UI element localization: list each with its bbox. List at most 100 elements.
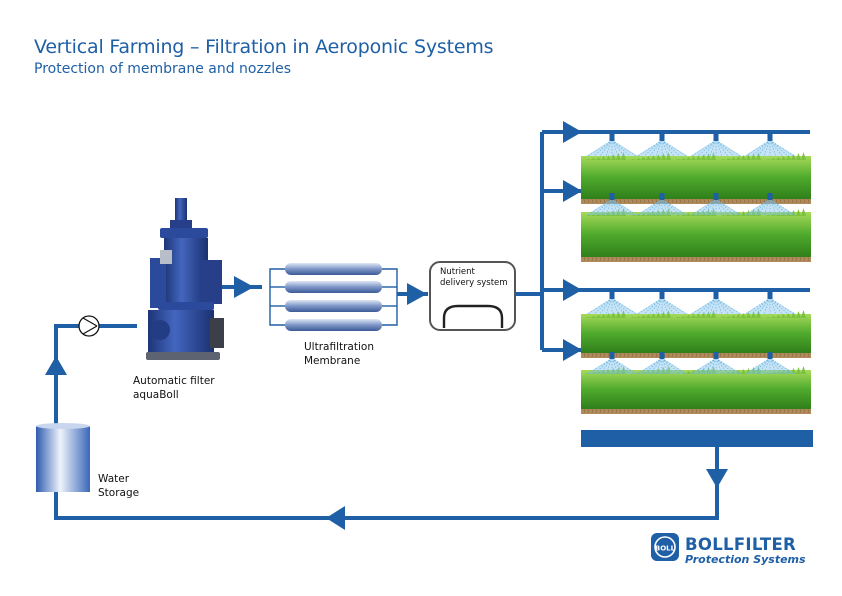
spray-line <box>769 198 789 216</box>
root-line <box>583 408 586 414</box>
root-line <box>795 408 798 414</box>
root-line <box>759 256 762 262</box>
spray-line <box>691 198 717 216</box>
root-line <box>679 352 682 358</box>
spray-line <box>769 357 789 375</box>
root-line <box>667 352 670 358</box>
root-line <box>583 198 586 204</box>
root-line <box>703 408 706 414</box>
root-line <box>727 352 730 358</box>
page-title: Vertical Farming – Filtration in Aeropon… <box>34 36 494 58</box>
root-line <box>687 408 690 414</box>
root-line <box>587 198 590 204</box>
root-line <box>635 256 638 262</box>
root-line <box>703 256 706 262</box>
root-line <box>607 256 610 262</box>
storage-label-line1: Water <box>98 473 130 485</box>
nozzle-icon <box>767 292 773 299</box>
spray-line <box>661 139 687 157</box>
nozzle-icon <box>767 134 773 141</box>
arrow-left-icon <box>326 506 345 530</box>
root-line <box>779 408 782 414</box>
root-line <box>627 198 630 204</box>
root-line <box>611 408 614 414</box>
root-line <box>599 352 602 358</box>
root-line <box>611 256 614 262</box>
spray-line <box>599 198 613 216</box>
root-line <box>627 408 630 414</box>
spray-line <box>715 357 741 375</box>
root-line <box>687 352 690 358</box>
arrow-down-icon <box>706 469 728 488</box>
root-line <box>683 408 686 414</box>
spray-line <box>751 139 771 157</box>
spray-line <box>611 357 637 375</box>
root-line <box>711 352 714 358</box>
root-line <box>615 408 618 414</box>
root-line <box>735 352 738 358</box>
spray-line <box>661 297 687 315</box>
spray-line <box>611 297 631 315</box>
spray-line <box>611 357 625 375</box>
nozzle-icon <box>609 352 615 359</box>
root-line <box>603 198 606 204</box>
spray-cone <box>636 140 688 156</box>
root-line <box>723 408 726 414</box>
arrow-right-icon <box>234 276 254 298</box>
storage-label-line2: Storage <box>98 487 140 499</box>
grass-tray <box>581 212 811 257</box>
root-line <box>767 408 770 414</box>
root-line <box>651 198 654 204</box>
brand-block: BOLLFILTER Protection Systems <box>685 536 806 566</box>
root-line <box>643 256 646 262</box>
root-line <box>627 352 630 358</box>
root-line <box>731 256 734 262</box>
root-line <box>683 352 686 358</box>
root-line <box>631 352 634 358</box>
nozzle-icon <box>659 292 665 299</box>
spray-line <box>715 139 741 157</box>
root-line <box>623 256 626 262</box>
root-line <box>791 198 794 204</box>
root-line <box>743 256 746 262</box>
root-line <box>715 408 718 414</box>
root-line <box>631 408 634 414</box>
root-line <box>775 256 778 262</box>
spray-line <box>757 297 771 315</box>
root-line <box>715 256 718 262</box>
spray-line <box>757 357 771 375</box>
nutrient-label: Nutrient delivery system <box>440 267 508 289</box>
root-line <box>623 352 626 358</box>
root-line <box>691 198 694 204</box>
root-line <box>675 408 678 414</box>
root-line <box>619 256 622 262</box>
root-line <box>803 408 806 414</box>
spray-line <box>599 357 613 375</box>
root-line <box>587 408 590 414</box>
root-line <box>695 408 698 414</box>
spray-line <box>637 297 663 315</box>
spray-line <box>649 297 663 315</box>
spray-line <box>611 139 631 157</box>
spray-line <box>715 198 741 216</box>
root-line <box>791 256 794 262</box>
root-line <box>671 352 674 358</box>
spray-line <box>661 357 687 375</box>
spray-line <box>661 357 675 375</box>
root-line <box>787 352 790 358</box>
root-line <box>747 408 750 414</box>
spray-line <box>745 198 771 216</box>
spray-line <box>661 139 681 157</box>
soil-strip <box>581 353 811 358</box>
spray-cone <box>744 199 796 215</box>
spray-line <box>769 297 783 315</box>
spray-line <box>611 357 631 375</box>
membrane-label-line2: Membrane <box>304 355 361 367</box>
root-line <box>655 408 658 414</box>
root-line <box>643 352 646 358</box>
membrane-tube <box>285 263 382 275</box>
root-line <box>747 198 750 204</box>
root-line <box>699 256 702 262</box>
root-line <box>667 408 670 414</box>
nozzle-icon <box>713 352 719 359</box>
